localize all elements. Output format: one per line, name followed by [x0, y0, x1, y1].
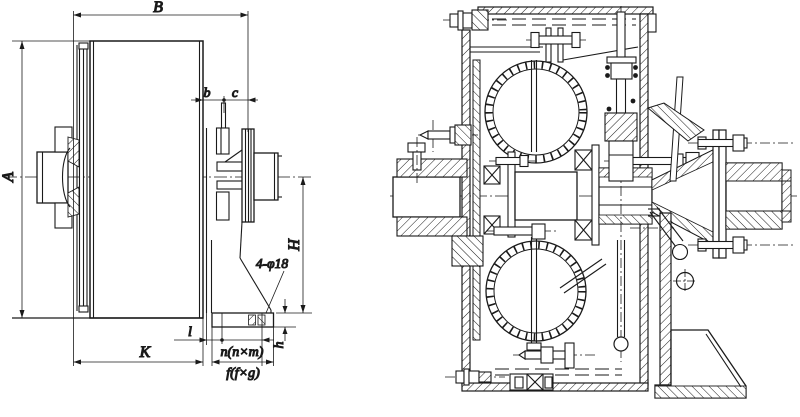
dimension-lines — [19, 12, 306, 365]
bottom-mount — [509, 373, 554, 391]
shell-strut — [559, 258, 607, 294]
base-plate — [211, 312, 275, 328]
top-cover — [477, 6, 654, 15]
flange-disc — [241, 128, 282, 223]
dim-label-K: K — [139, 344, 152, 361]
dim-label-c: c — [232, 86, 239, 101]
flange-bolt-top — [688, 134, 795, 152]
input-shaft-hub — [36, 126, 80, 229]
shell-clamp-bolt-top — [526, 27, 586, 63]
support-foot — [649, 206, 747, 399]
dim-label-b: b — [204, 86, 211, 101]
input-bearing-upper — [483, 165, 501, 185]
foot-hole — [673, 269, 697, 293]
brake-disc-plates — [76, 42, 89, 313]
drum-body — [89, 40, 204, 319]
shell-clamp-bolt-bottom — [513, 342, 597, 369]
output-hub — [725, 162, 792, 230]
filler-plug — [443, 9, 507, 31]
inner-shell-wall — [472, 59, 481, 341]
bottom-wall — [461, 382, 649, 392]
bolt-hole-hatch-right — [257, 314, 266, 326]
flange-bolt-bottom — [688, 236, 795, 254]
left-wall — [461, 29, 471, 386]
dim-label-n: n(n×m) — [221, 345, 264, 360]
vent-bolt-head — [407, 142, 426, 153]
dim-label-f: f(f×g) — [226, 366, 260, 381]
trigger-rod — [613, 240, 629, 352]
release-mechanism — [205, 102, 244, 313]
dim-label-A: A — [0, 172, 17, 183]
dim-label-H: H — [286, 238, 303, 252]
output-bearing-lower — [574, 219, 593, 241]
oil-level-lines — [492, 18, 636, 376]
drain-plug — [445, 368, 505, 386]
dim-label-B: B — [153, 0, 163, 16]
dim-label-l: l — [188, 325, 192, 340]
bolt-hole-hatch-left — [248, 314, 256, 326]
impeller-divider — [526, 60, 542, 351]
output-bearing-upper — [574, 149, 593, 171]
front-view: B A b c K l n(n×m) f(f×g) H h 4-φ18 — [0, 0, 312, 382]
input-shaft-assembly — [392, 120, 501, 267]
flange-gusset — [646, 102, 705, 142]
dim-label-bolt-holes: 4-φ18 — [256, 256, 288, 271]
dim-label-h: h — [272, 342, 287, 349]
grease-fitting — [418, 130, 429, 140]
section-view — [390, 6, 797, 399]
